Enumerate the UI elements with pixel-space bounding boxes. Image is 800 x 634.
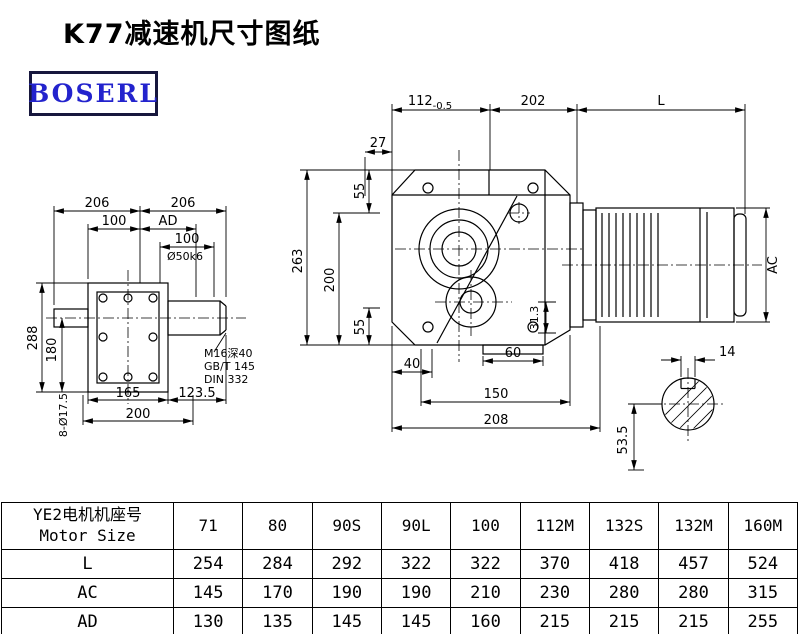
shaft-end-dimensions	[628, 356, 715, 471]
value-cell: 524	[727, 549, 799, 579]
thread-note-line3: DIN 332	[204, 373, 248, 386]
dim-label-165: 165	[116, 386, 141, 401]
shaft-section-hatch	[663, 379, 713, 429]
size-cell: 100	[450, 502, 521, 550]
dim-label-200: 200	[126, 407, 151, 422]
table-row-ad: AD 130 135 145 145 160 215 215 215 255	[1, 607, 799, 634]
boserl-logo: BOSERL	[28, 71, 159, 116]
size-cell: 160M	[727, 502, 799, 550]
value-cell: 322	[380, 549, 452, 579]
size-cell: 132S	[588, 502, 660, 550]
dim-label-206-left: 206	[85, 196, 110, 211]
dim-label-14: 14	[719, 345, 736, 360]
value-cell: 255	[727, 607, 799, 634]
thread-note-line2: GB/T 145	[204, 360, 255, 373]
dim-label-206-right: 206	[171, 196, 196, 211]
row-label: AC	[1, 578, 174, 608]
table-header-row: YE2电机机座号 Motor Size 71 80 90S 90L 100 11…	[1, 502, 799, 550]
dim-label-60: 60	[505, 346, 522, 361]
motor-size-label-en: Motor Size	[39, 526, 136, 545]
dim-label-100-right: 100	[175, 232, 200, 247]
table-row-l: L 254 284 292 322 322 370 418 457 524	[1, 549, 799, 579]
dim-label-100-left: 100	[102, 214, 127, 229]
dim-label-202: 202	[521, 94, 546, 109]
value-cell: 145	[380, 607, 452, 634]
table-row-ac: AC 145 170 190 190 210 230 280 280 315	[1, 578, 799, 608]
dim-label-55-bottom: 55	[353, 319, 368, 336]
bolt-holes-note: 8-Ø17.5	[57, 393, 70, 437]
dim-label-288: 288	[26, 326, 41, 351]
value-cell: 370	[519, 549, 590, 579]
value-cell: 130	[172, 607, 244, 634]
dim-label-ad: AD	[159, 214, 178, 229]
size-cell: 80	[242, 502, 313, 550]
value-cell: 457	[658, 549, 729, 579]
dim-label-150: 150	[484, 387, 509, 402]
value-cell: 190	[380, 578, 452, 608]
front-view-geometry	[391, 169, 747, 355]
dim-label-180: 180	[45, 338, 60, 363]
row-label: AD	[1, 607, 174, 634]
value-cell: 292	[311, 549, 382, 579]
value-cell: 280	[658, 578, 729, 608]
row-label: L	[1, 549, 174, 579]
size-cell: 132M	[658, 502, 729, 550]
left-view-centerlines	[46, 270, 246, 404]
value-cell: 284	[242, 549, 313, 579]
dim-label-27: 27	[370, 136, 387, 151]
value-cell: 215	[658, 607, 729, 634]
front-view-dimensions	[300, 104, 770, 432]
motor-dimension-table: YE2电机机座号 Motor Size 71 80 90S 90L 100 11…	[1, 502, 799, 634]
value-cell: 210	[450, 578, 521, 608]
value-cell: 215	[519, 607, 590, 634]
left-view-geometry	[53, 282, 227, 393]
value-cell: 145	[172, 578, 244, 608]
size-cell: 90L	[380, 502, 452, 550]
dim-label-ac: AC	[766, 256, 781, 274]
size-cell: 90S	[311, 502, 382, 550]
dim-label-112: 112-0.5	[408, 94, 452, 112]
value-cell: 145	[311, 607, 382, 634]
value-cell: 135	[242, 607, 313, 634]
size-cell: 71	[172, 502, 244, 550]
value-cell: 160	[450, 607, 521, 634]
shaft-diameter-label: Ø50k6	[167, 250, 203, 263]
value-cell: 215	[588, 607, 660, 634]
value-cell: 280	[588, 578, 660, 608]
dim-label-208: 208	[484, 413, 509, 428]
value-cell: 170	[242, 578, 313, 608]
dim-label-263: 263	[291, 249, 306, 274]
shaft-end-centerlines	[650, 368, 726, 442]
page-title: K77减速机尺寸图纸	[63, 19, 321, 50]
dim-label-123-5: 123.5	[178, 386, 215, 401]
value-cell: 190	[311, 578, 382, 608]
dim-label-200-front: 200	[323, 268, 338, 293]
value-cell: 254	[172, 549, 244, 579]
value-cell: 322	[450, 549, 521, 579]
motor-size-label-cn: YE2电机机座号	[33, 505, 142, 525]
dim-label-40: 40	[404, 357, 421, 372]
left-view-dimensions	[36, 206, 227, 425]
dim-label-53-5: 53.5	[616, 426, 631, 455]
value-cell: 418	[588, 549, 660, 579]
front-view-centerlines	[395, 150, 762, 362]
value-cell: 315	[727, 578, 799, 608]
boserl-logo-text: BOSERL	[28, 79, 159, 108]
dim-label-l: L	[657, 94, 665, 109]
size-cell: 112M	[519, 502, 590, 550]
dim-label-31-3: 31.3	[528, 306, 541, 331]
value-cell: 230	[519, 578, 590, 608]
motor-size-header-cell: YE2电机机座号 Motor Size	[1, 502, 174, 550]
thread-note-line1: M16深40	[204, 347, 253, 360]
dim-label-55-top: 55	[353, 183, 368, 200]
